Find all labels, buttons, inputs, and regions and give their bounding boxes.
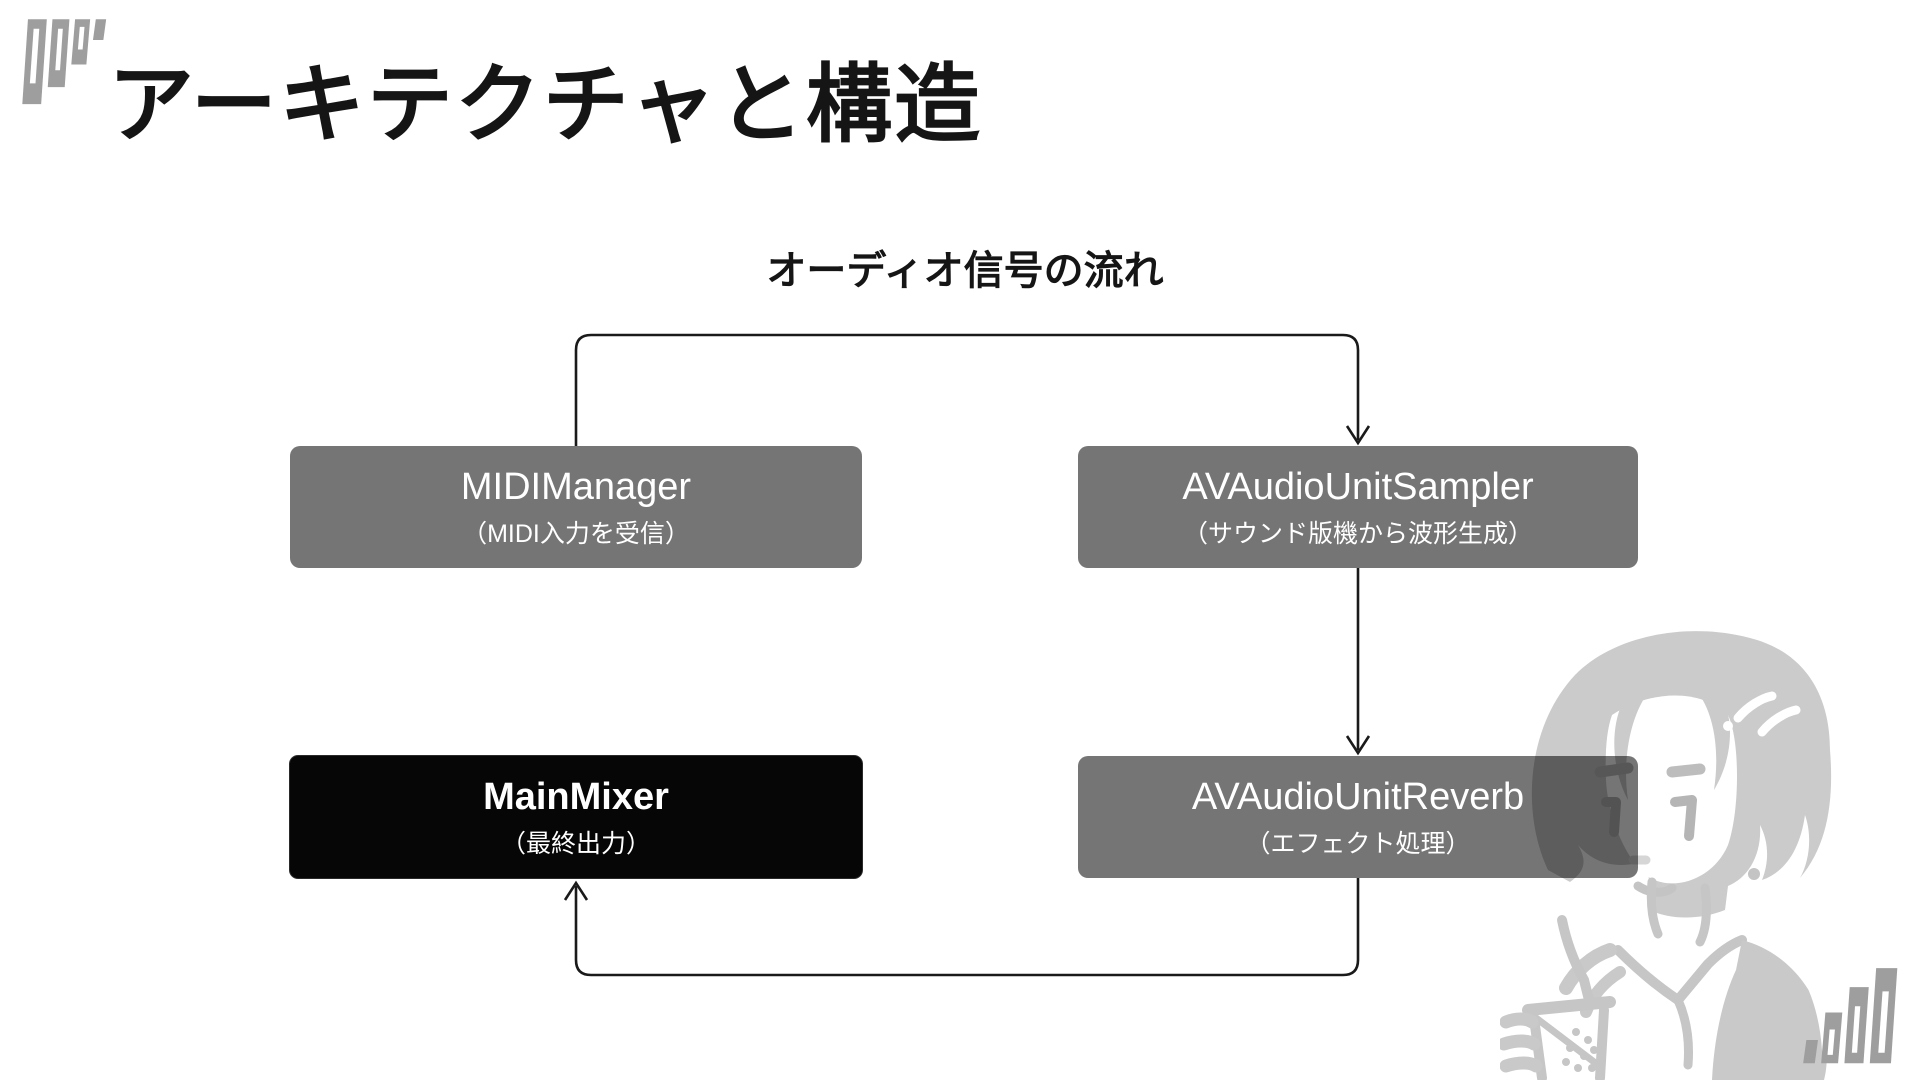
arrow-midi-to-sampler [574, 333, 1360, 446]
node-avaudiounitsampler: AVAudioUnitSampler （サウンド版機から波形生成） [1078, 446, 1638, 568]
node-label: AVAudioUnitSampler [1182, 466, 1534, 509]
node-sublabel: （MIDI入力を受信） [462, 519, 690, 548]
logo-mark-top-left-icon [22, 19, 107, 105]
eye-right [1670, 795, 1697, 841]
eyebrow-left [1594, 762, 1634, 778]
mouth [1633, 881, 1677, 897]
shoulder-shape [1712, 940, 1827, 1080]
node-sublabel: （サウンド版機から波形生成） [1182, 519, 1533, 548]
cup-lid [1522, 996, 1616, 1016]
face-shape [1605, 695, 1737, 884]
person-drinking-illustration [1500, 631, 1832, 1080]
straw [1557, 915, 1589, 985]
node-sublabel: （エフェクト処理） [1245, 829, 1471, 858]
node-label: AVAudioUnitReverb [1191, 776, 1525, 819]
node-sublabel: （最終出力） [500, 829, 651, 858]
page-title: アーキテクチャと構造 [108, 57, 982, 153]
eye-left [1601, 797, 1621, 837]
node-label: MainMixer [483, 776, 669, 819]
diagram-caption: オーディオ信号の流れ [766, 249, 1164, 293]
arrowhead-sampler-icon [1345, 425, 1371, 446]
collar [1613, 935, 1747, 1005]
node-mainmixer: MainMixer （最終出力） [290, 756, 862, 878]
logo-mark-bottom-right-icon [1803, 968, 1898, 1064]
ear-dot [1748, 868, 1760, 880]
cup-texture [1562, 1028, 1598, 1072]
arrow-reverb-to-mixer [574, 878, 1360, 977]
eyebrow-right [1666, 763, 1706, 778]
hand-fingers [1500, 1012, 1543, 1073]
node-label: MIDIManager [460, 466, 692, 509]
arrowhead-reverb-icon [1345, 735, 1371, 756]
node-midimanager: MIDIManager （MIDI入力を受信） [290, 446, 862, 568]
arrowhead-mixer-icon [563, 880, 589, 901]
